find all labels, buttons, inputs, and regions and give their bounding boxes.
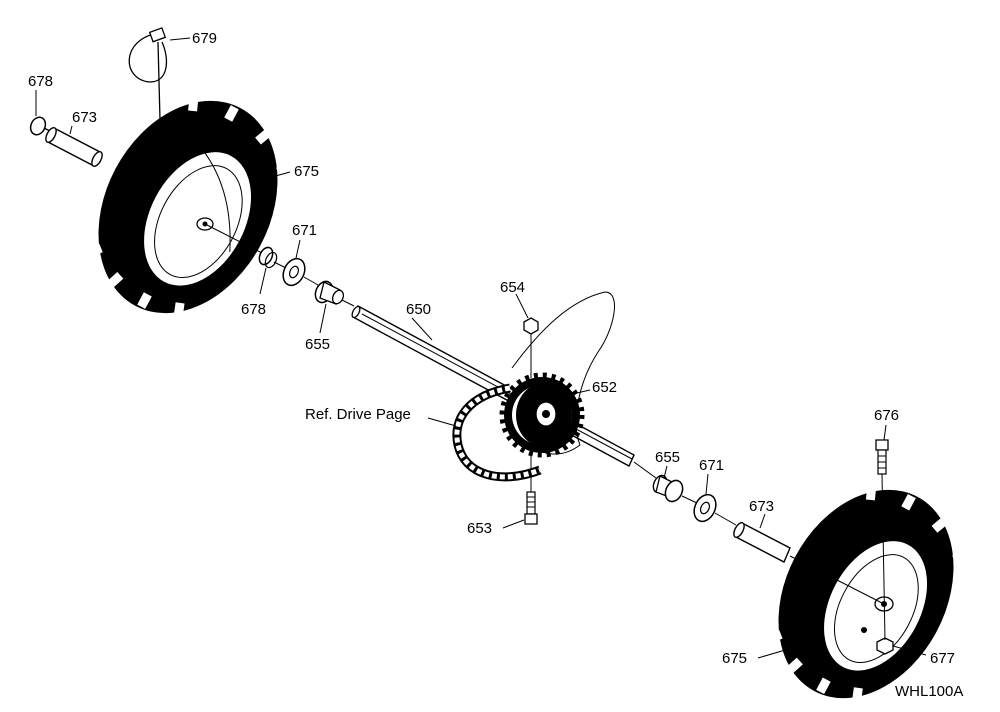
hairpin-clip bbox=[128, 27, 168, 121]
reference-note: Ref. Drive Page bbox=[305, 406, 411, 423]
label-650: 650 bbox=[406, 301, 431, 318]
label-655-left: 655 bbox=[305, 336, 330, 353]
part-labels: 679 678 673 675 671 678 655 650 654 652 … bbox=[28, 30, 963, 700]
flange-bearing-right bbox=[652, 474, 684, 503]
label-673-left: 673 bbox=[72, 109, 97, 126]
sprocket bbox=[499, 372, 585, 458]
label-655-right: 655 bbox=[655, 449, 680, 466]
label-678-bottom: 678 bbox=[241, 301, 266, 318]
label-679: 679 bbox=[192, 30, 217, 47]
drive-plate-ghost bbox=[511, 291, 615, 455]
flat-washer-right bbox=[693, 493, 717, 523]
leader-lines bbox=[35, 37, 927, 659]
label-654: 654 bbox=[500, 279, 525, 296]
left-wheel bbox=[78, 96, 299, 318]
drawing-code: WHL100A bbox=[895, 683, 963, 700]
label-671-left: 671 bbox=[292, 222, 317, 239]
label-675-right: 675 bbox=[722, 650, 747, 667]
spacer-tube-right bbox=[733, 521, 791, 563]
hex-nut bbox=[523, 317, 539, 378]
label-671-right: 671 bbox=[699, 457, 724, 474]
label-652: 652 bbox=[592, 379, 617, 396]
flat-washer-left bbox=[282, 257, 306, 287]
retaining-ring-right bbox=[258, 246, 278, 269]
right-wheel bbox=[758, 485, 975, 703]
label-673-right: 673 bbox=[749, 498, 774, 515]
spacer-tube-left bbox=[45, 126, 103, 168]
flange-bearing-left bbox=[314, 280, 345, 305]
label-675-left: 675 bbox=[294, 163, 319, 180]
drive-chain bbox=[452, 383, 542, 482]
label-676: 676 bbox=[874, 407, 899, 424]
label-677: 677 bbox=[930, 650, 955, 667]
label-653: 653 bbox=[467, 520, 492, 537]
hex-bolt bbox=[524, 452, 538, 525]
label-678-top: 678 bbox=[28, 73, 53, 90]
